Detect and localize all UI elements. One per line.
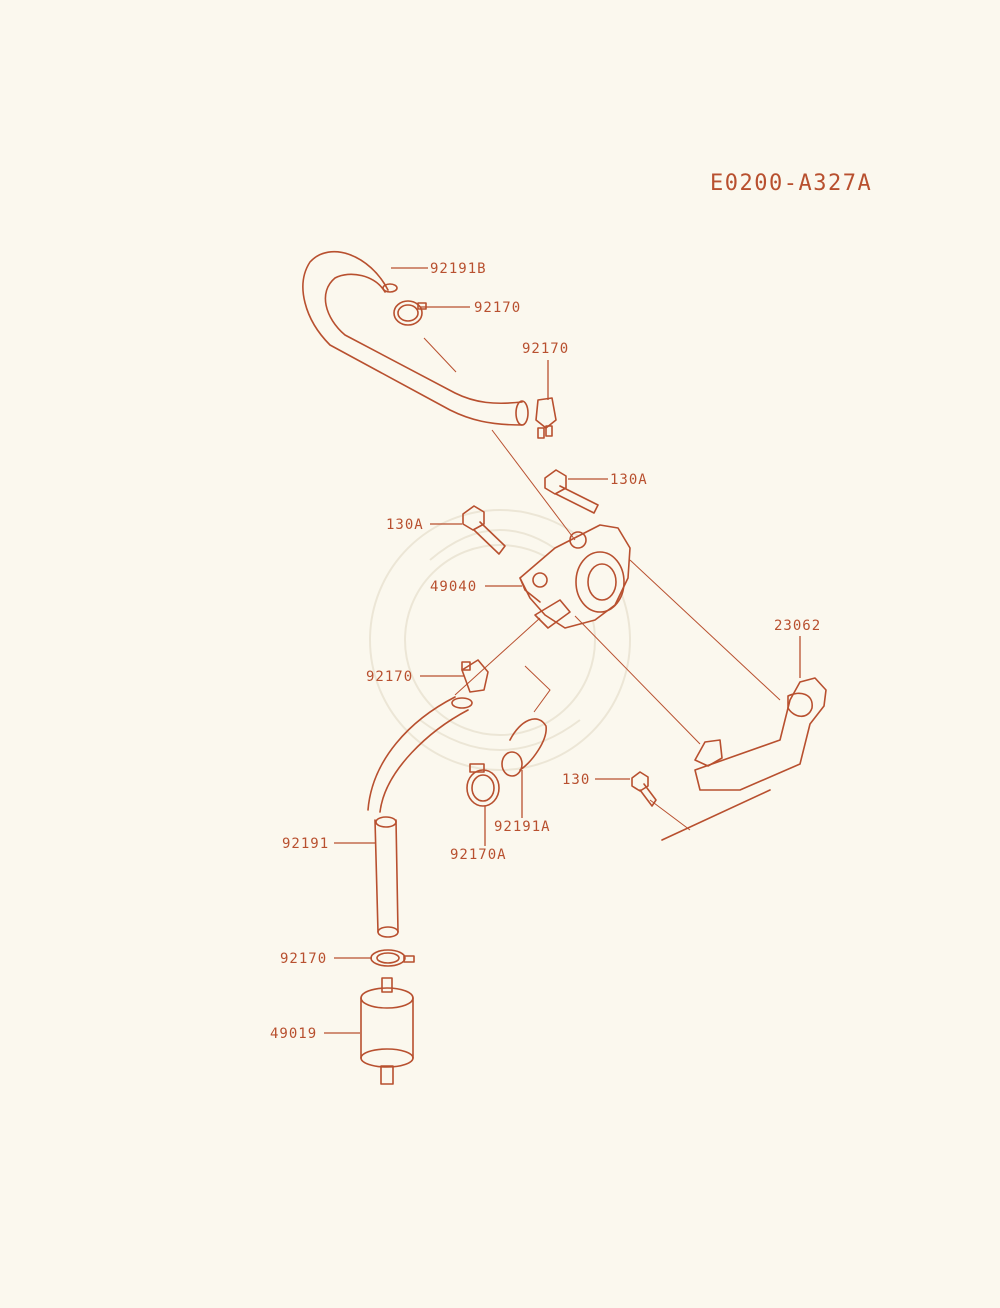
label-92191b: 92191B: [430, 261, 487, 277]
hose-92191b[interactable]: [302, 251, 529, 426]
label-49019: 49019: [270, 1026, 317, 1042]
clamp-92170-mid[interactable]: [461, 659, 489, 693]
bracket-23062[interactable]: [661, 677, 827, 841]
bolt-130[interactable]: [631, 771, 657, 807]
bolt-130a-left[interactable]: [462, 505, 506, 555]
label-49040: 49040: [430, 579, 477, 595]
label-92170-top: 92170: [474, 300, 521, 316]
hose-92191a[interactable]: [501, 718, 547, 777]
label-23062: 23062: [774, 618, 821, 634]
leader-lines: [324, 267, 801, 1034]
label-92170-bottom: 92170: [280, 951, 327, 967]
bolt-130a-right[interactable]: [544, 469, 599, 514]
watermark-logo: [369, 509, 631, 771]
clamp-92170-bottom[interactable]: [370, 949, 415, 967]
label-92170-upper-right: 92170: [522, 341, 569, 357]
label-92170-mid: 92170: [366, 669, 413, 685]
diagram-code: E0200-A327A: [710, 171, 872, 196]
label-92170a: 92170A: [450, 847, 507, 863]
fuel-filter-49019[interactable]: [360, 977, 414, 1085]
label-130a-left: 130A: [386, 517, 424, 533]
callout-labels: 92191B 92170 92170 130A 130A 49040 23062…: [270, 261, 821, 1042]
assembly-lines: [423, 337, 781, 831]
clamp-92170a[interactable]: [466, 763, 500, 807]
label-130a-right: 130A: [610, 472, 648, 488]
hose-92191[interactable]: [367, 696, 473, 938]
clamp-92170-upper-right[interactable]: [535, 397, 557, 439]
label-130: 130: [562, 772, 590, 788]
fuel-pump-49040[interactable]: [519, 524, 631, 629]
label-92191a: 92191A: [494, 819, 551, 835]
label-92191: 92191: [282, 836, 329, 852]
clamp-92170-top[interactable]: [393, 300, 427, 326]
